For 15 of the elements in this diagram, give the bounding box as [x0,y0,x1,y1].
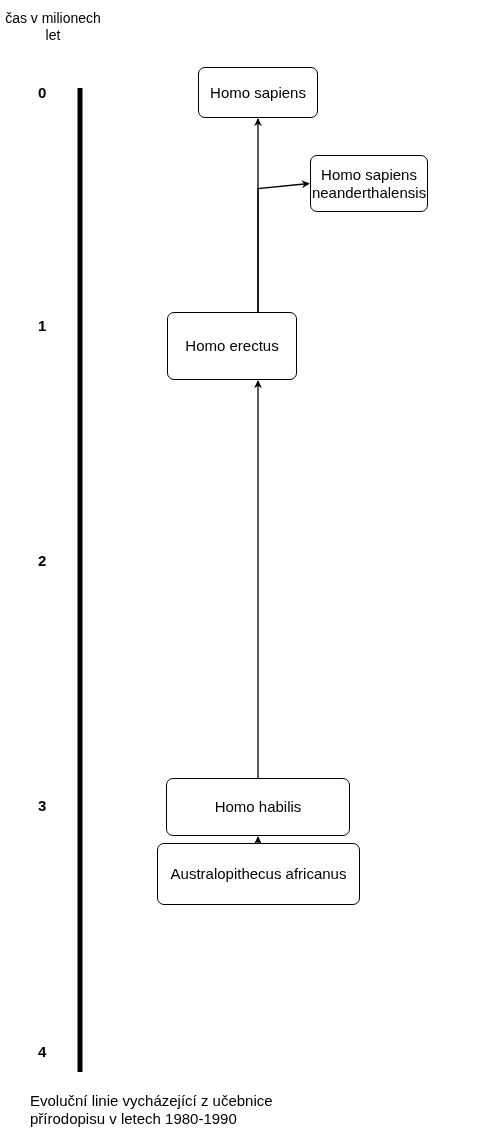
taxon-box: Homo sapiens neanderthalensis [310,155,428,212]
taxon-box: Homo erectus [167,312,297,380]
axis-title: čas v milionech let [4,10,102,44]
arrow [254,380,262,779]
axis-tick-label: 4 [38,1043,47,1060]
caption: Evoluční linie vycházející z učebnice přírodopisu v letech 1980-1990 [30,1092,274,1128]
taxon-box: Homo habilis [166,778,350,836]
axis-tick-label: 3 [38,797,47,814]
taxon-box: Australopithecus africanus [157,843,360,905]
arrow [254,836,262,845]
arrow [257,180,310,313]
taxon-box: Homo sapiens [198,67,318,118]
axis-tick-label: 1 [38,317,47,334]
axis-tick-label: 2 [38,552,47,569]
axis-tick-label: 0 [38,84,47,101]
